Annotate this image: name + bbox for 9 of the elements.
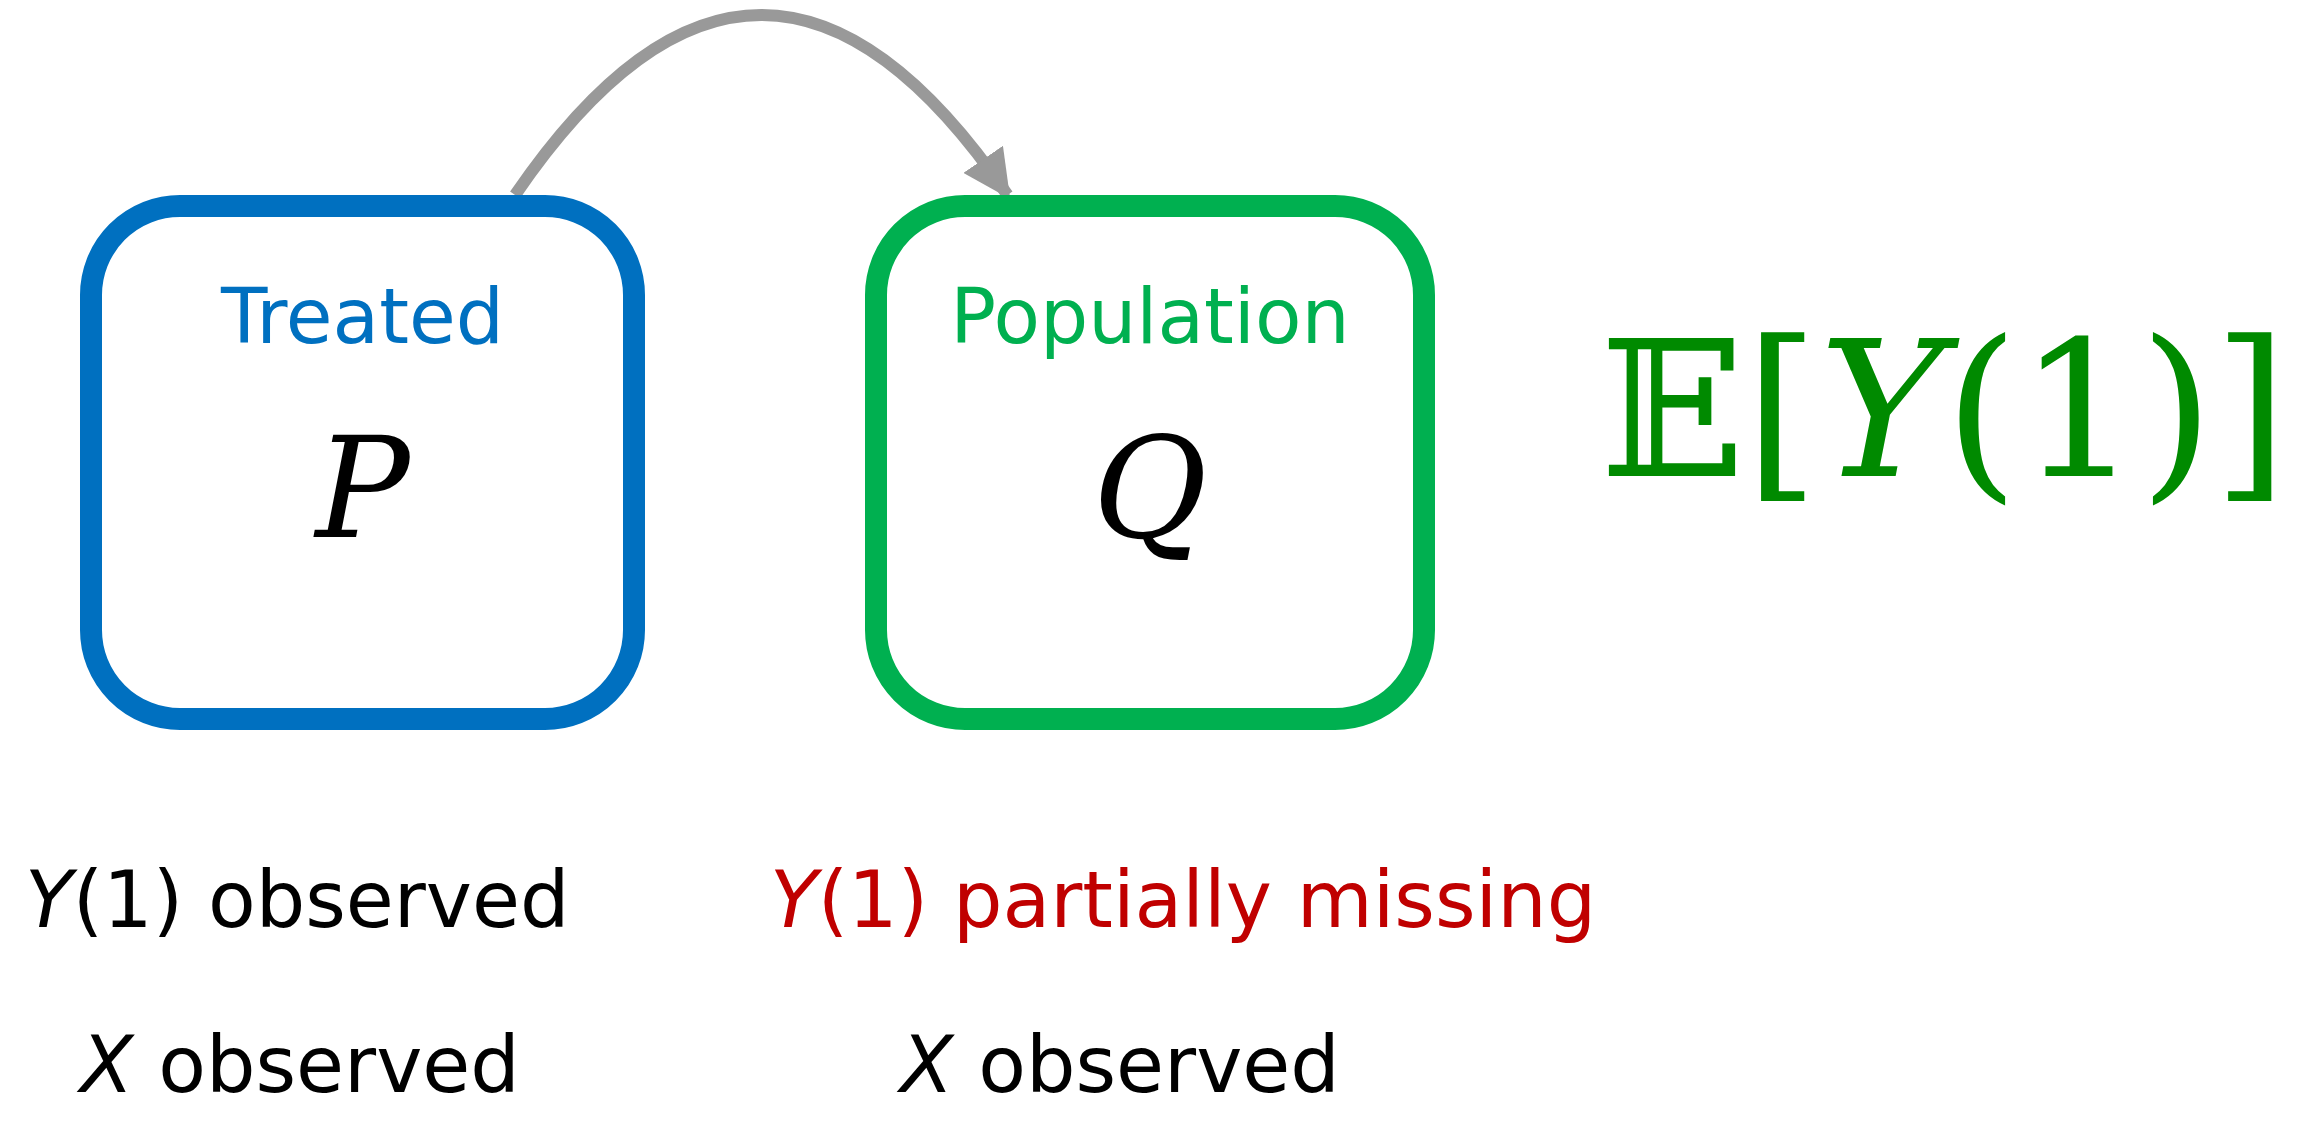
annotation-text: Y(1) partially missing xyxy=(770,855,1597,945)
rounded-box xyxy=(80,195,645,730)
box-heading: Population xyxy=(949,272,1351,361)
annotation-text: Y(1) observed xyxy=(25,855,570,945)
math-symbol: P xyxy=(312,407,411,570)
math-symbol: Q xyxy=(1091,407,1209,570)
rounded-box xyxy=(865,195,1435,730)
box-heading: Treated xyxy=(219,272,505,361)
math-expression: 𝔼[Y(1)] xyxy=(1600,300,2288,521)
